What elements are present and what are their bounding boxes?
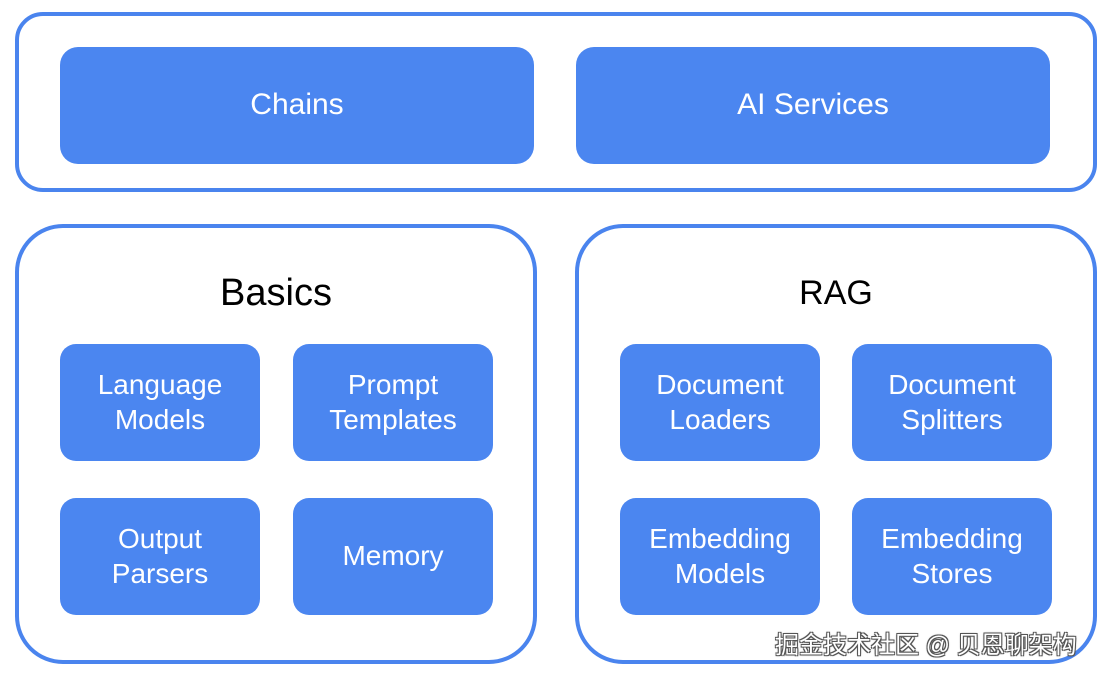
embedding-models-box: Embedding Models bbox=[620, 498, 820, 615]
output-parsers-box: Output Parsers bbox=[60, 498, 260, 615]
embedding-stores-box: Embedding Stores bbox=[852, 498, 1052, 615]
prompt-templates-box: Prompt Templates bbox=[293, 344, 493, 461]
document-splitters-box: Document Splitters bbox=[852, 344, 1052, 461]
basics-panel: Basics Language Models Prompt Templates … bbox=[15, 224, 537, 664]
rag-panel: RAG Document Loaders Document Splitters … bbox=[575, 224, 1097, 664]
chains-box: Chains bbox=[60, 47, 534, 164]
rag-title: RAG bbox=[799, 274, 873, 312]
top-panel: Chains AI Services bbox=[15, 12, 1097, 192]
ai-services-box: AI Services bbox=[576, 47, 1050, 164]
basics-title: Basics bbox=[220, 272, 332, 314]
language-models-box: Language Models bbox=[60, 344, 260, 461]
memory-box: Memory bbox=[293, 498, 493, 615]
document-loaders-box: Document Loaders bbox=[620, 344, 820, 461]
watermark-text: 掘金技术社区 @ 贝恩聊架构 bbox=[775, 632, 1077, 659]
